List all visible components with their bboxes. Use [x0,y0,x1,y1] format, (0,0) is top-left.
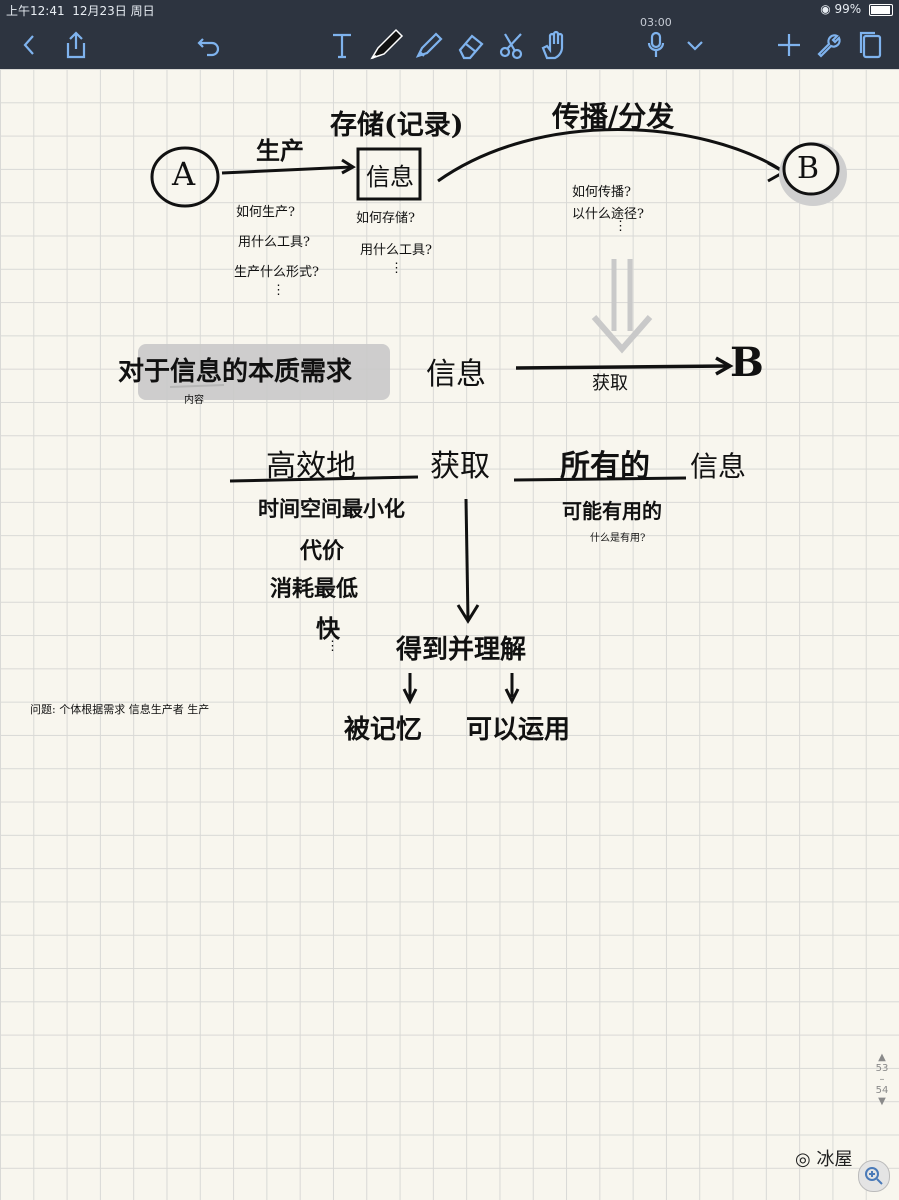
add-icon[interactable] [776,30,802,60]
store-question: ⋮ [390,261,403,276]
core-need-label: 对于信息的本质需求 [118,357,353,387]
scroll-down-icon[interactable]: ▼ [878,1096,886,1107]
efficiency-item: 代价 [300,538,345,564]
text-tool-icon[interactable] [328,30,356,60]
transmit-question: 如何传播? [572,185,631,200]
node-b: B [797,151,820,186]
ink-strokes [150,128,847,705]
side-note: 问题: 个体根据需求 信息生产者 生产 [30,703,210,716]
page-next-number: 54 [875,1085,889,1096]
store-label: 存储(记录) [330,110,464,141]
highlighter-tool-icon[interactable] [412,30,446,60]
settings-icon[interactable] [814,30,842,60]
hand-tool-icon[interactable] [538,30,570,60]
chevron-down-icon[interactable] [684,30,706,60]
marker-highlight [138,344,390,400]
zoom-icon [865,1167,883,1185]
scissors-tool-icon[interactable] [496,30,528,60]
watermark-text: 冰屋 [816,1149,853,1170]
page-divider: – [879,1074,885,1085]
produce-question: ⋮ [272,283,285,298]
transmit-question: ⋮ [614,219,627,234]
store-question: 如何存储? [356,211,415,226]
pages-icon[interactable] [858,30,884,60]
content-note: 内容 [184,395,204,406]
wechat-icon: ◎ [795,1149,811,1170]
remember-label: 被记忆 [344,715,423,745]
wifi-icon: ◉ [820,2,831,16]
understand-label: 得到并理解 [396,635,527,665]
recording-time: 03:00 [640,16,672,29]
pen-tool-icon[interactable] [364,26,408,62]
store-question: 用什么工具? [360,243,432,258]
efficiency-item: 快 [316,614,340,643]
status-right: ◉ 99% [820,2,893,16]
watermark: ◎ 冰屋 [795,1145,852,1171]
bottom-acquire-label: 获取 [430,449,490,484]
microphone-icon[interactable] [644,30,668,60]
usable-question: 什么是有用? [590,533,646,544]
middle-target-b: B [730,339,764,386]
battery-icon [869,3,893,16]
efficiency-item: 时间空间最小化 [258,496,405,521]
battery-percent: 99% [834,2,862,16]
transmit-question: 以什么途径? [572,207,644,222]
produce-question: 生产什么形式? [234,265,319,280]
produce-question: 如何生产? [236,205,295,220]
status-time: 上午12:41 12月23日 周日 [6,4,155,18]
efficiently-label: 高效地 [266,449,356,484]
efficiency-item: ⋮ [326,639,339,654]
page-scroller[interactable]: ▲ 53 – 54 ▼ [873,1052,891,1107]
apply-label: 可以运用 [466,715,571,745]
note-canvas[interactable]: A B 生产 存储(记录) 信息 传播/分发 如何生产? 用什么工具? 生产什么… [0,69,899,1200]
status-bar: 上午12:41 12月23日 周日 ◉ 99% [6,2,893,20]
eraser-tool-icon[interactable] [454,30,488,60]
produce-question: 用什么工具? [238,235,310,250]
all-label: 所有的 [560,449,650,484]
share-icon[interactable] [62,30,90,60]
produce-label: 生产 [256,136,304,165]
bottom-info-label: 信息 [690,450,747,483]
undo-icon[interactable] [196,30,222,60]
scroll-up-icon[interactable]: ▲ [878,1052,886,1063]
transmit-label: 传播/分发 [552,100,675,133]
node-a: A [172,155,196,193]
middle-info-label: 信息 [426,357,486,392]
middle-acquire-label: 获取 [592,373,628,394]
back-icon[interactable] [16,30,42,60]
efficiency-item: 消耗最低 [270,576,359,602]
zoom-button[interactable] [858,1160,890,1192]
app-toolbar: 上午12:41 12月23日 周日 ◉ 99% 03:00 [0,0,899,69]
usable-label: 可能有用的 [562,499,662,523]
info-box-label: 信息 [366,163,414,191]
page-prev-number: 53 [875,1063,889,1074]
